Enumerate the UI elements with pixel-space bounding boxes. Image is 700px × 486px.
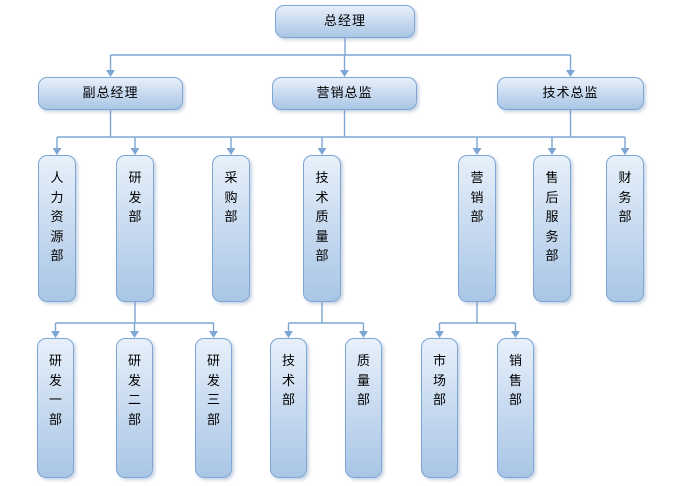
node-label: 市场部 — [432, 354, 446, 408]
org-node-market-department[interactable]: 市场部 — [421, 338, 458, 478]
org-node-rd-department[interactable]: 研发部 — [116, 155, 154, 302]
node-label: 总经理 — [323, 14, 366, 29]
node-label: 财务部 — [618, 171, 632, 225]
node-label: 技术总监 — [542, 86, 599, 101]
node-label: 研发二部 — [127, 354, 141, 428]
org-node-marketing-department[interactable]: 营销部 — [458, 155, 496, 302]
node-label: 副总经理 — [82, 86, 139, 101]
node-label: 技术部 — [281, 354, 295, 408]
node-label: 售后服务部 — [545, 171, 559, 264]
org-node-rd-dept-2[interactable]: 研发二部 — [116, 338, 153, 478]
node-label: 人力资源部 — [50, 171, 64, 264]
org-node-tech-quality-department[interactable]: 技术质量部 — [303, 155, 341, 302]
node-label: 销售部 — [508, 354, 522, 408]
org-node-purchasing-department[interactable]: 采购部 — [212, 155, 250, 302]
node-label: 研发三部 — [206, 354, 220, 428]
org-node-rd-dept-1[interactable]: 研发一部 — [37, 338, 74, 478]
org-node-hr-department[interactable]: 人力资源部 — [38, 155, 76, 302]
org-node-general-manager[interactable]: 总经理 — [275, 5, 415, 38]
org-node-technical-director[interactable]: 技术总监 — [497, 77, 644, 110]
org-node-marketing-director[interactable]: 营销总监 — [272, 77, 417, 110]
org-node-finance-department[interactable]: 财务部 — [606, 155, 644, 302]
node-label: 采购部 — [224, 171, 238, 225]
org-node-rd-dept-3[interactable]: 研发三部 — [195, 338, 232, 478]
org-node-sales-department[interactable]: 销售部 — [497, 338, 534, 478]
org-node-quality-department[interactable]: 质量部 — [345, 338, 382, 478]
node-label: 营销部 — [470, 171, 484, 225]
org-node-after-sales-service-department[interactable]: 售后服务部 — [533, 155, 571, 302]
node-label: 研发一部 — [48, 354, 62, 428]
node-label: 研发部 — [128, 171, 142, 225]
node-label: 质量部 — [356, 354, 370, 408]
org-node-deputy-general-manager[interactable]: 副总经理 — [38, 77, 183, 110]
node-label: 营销总监 — [316, 86, 373, 101]
node-label: 技术质量部 — [315, 171, 329, 264]
org-node-technical-department[interactable]: 技术部 — [270, 338, 307, 478]
